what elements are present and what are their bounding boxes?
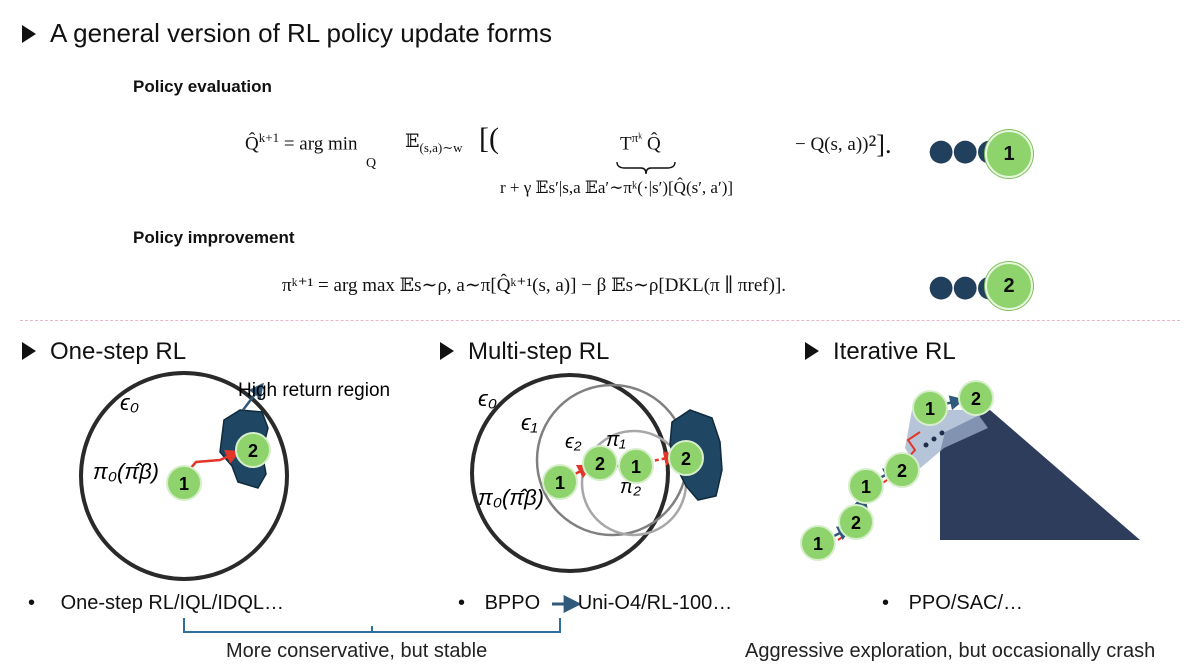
bullet-uni-o4-text: Uni-O4/RL-100… xyxy=(577,592,733,614)
eq1-lhs: Q̂k+1 = arg min xyxy=(245,130,358,155)
eq1-argmin: = arg min xyxy=(283,133,358,155)
multi-step-pi0: π₀(π̂β) xyxy=(478,485,544,510)
path-dot xyxy=(923,442,929,448)
mountain-region xyxy=(940,410,1140,540)
eq1-sup: k+1 xyxy=(258,130,280,145)
region-pointer-arrow xyxy=(242,382,264,411)
step-badge-2: 2 xyxy=(985,262,1033,310)
one-step-pi0: π₀(π̂β) xyxy=(93,459,159,484)
multi-step-epsilon0: ϵ₀ xyxy=(478,386,497,411)
policy-improvement-equation: πᵏ⁺¹ = arg max 𝔼s∼ρ, a∼π[Q̂ᵏ⁺¹(s, a)] − … xyxy=(282,275,787,296)
badge-text: 2 xyxy=(897,461,907,481)
eq1-expect-sub: (s,a)∼w xyxy=(419,139,463,155)
bullet-iterative-text: PPO/SAC/… xyxy=(908,592,1024,614)
bullet-dot-icon: • xyxy=(882,592,890,614)
step-badge-1: 1 xyxy=(542,464,578,500)
triangle-bullet-icon xyxy=(22,25,36,43)
triangle-bullet-icon xyxy=(805,342,819,360)
badge-text: 1 xyxy=(861,477,871,497)
main-heading: A general version of RL policy update fo… xyxy=(22,18,552,49)
multi-step-pi1: π₁ xyxy=(606,429,626,451)
eq1-tq-qhat: Q̂ xyxy=(647,133,661,155)
bullet-dot-icon: • xyxy=(28,592,36,614)
eq1-argmin-sub: Q xyxy=(366,156,377,171)
bullet-bppo-text: BPPO xyxy=(484,592,541,614)
section-title-iterative: Iterative RL xyxy=(805,338,956,366)
note-conservative: More conservative, but stable xyxy=(226,640,488,662)
path-dot xyxy=(939,430,945,436)
note-aggressive: Aggressive exploration, but occasionally… xyxy=(745,640,1156,662)
eq1-tail: ²]. xyxy=(868,130,892,159)
section-title-multi-step: Multi-step RL xyxy=(440,338,609,366)
badge-text: 2 xyxy=(681,449,691,469)
iterative-title-text: Iterative RL xyxy=(833,338,956,365)
step-badge-1: 1 xyxy=(618,448,654,484)
eq1-t-sup: πᵏ xyxy=(631,130,643,145)
step-badge-1: 1 xyxy=(985,130,1033,178)
multi-step-epsilon2: ϵ₂ xyxy=(565,431,582,453)
bullet-multi-step: • BPPO Uni-O4/RL-100… xyxy=(458,592,732,615)
bullet-one-step-text: One-step RL/IQL/IDQL… xyxy=(60,592,284,614)
step-badge-1: 1 xyxy=(166,465,202,501)
step-badge-1: 1 xyxy=(800,525,836,561)
eq1-t: T xyxy=(620,133,632,155)
badge-text: 2 xyxy=(851,513,861,533)
badge-text: 1 xyxy=(179,474,189,494)
multi-step-title-text: Multi-step RL xyxy=(468,338,610,365)
epsilon0-circle xyxy=(470,373,670,573)
step-badge-2: 2 xyxy=(884,452,920,488)
main-title: A general version of RL policy update fo… xyxy=(50,18,552,48)
eq1-minus-q-text: − Q(s, a)) xyxy=(795,134,869,155)
badge-text: 1 xyxy=(555,473,565,493)
one-step-epsilon0: ϵ₀ xyxy=(120,390,139,415)
section-divider xyxy=(20,320,1180,321)
policy-evaluation-label: Policy evaluation xyxy=(133,77,272,96)
path-dot xyxy=(931,436,937,442)
badge-text: 1 xyxy=(813,534,823,554)
one-step-title-text: One-step RL xyxy=(50,338,187,365)
one-step-diagram: ϵ₀ π₀(π̂β) High return region 1 2 xyxy=(79,371,390,581)
high-return-label: High return region xyxy=(238,380,390,401)
eq1-tq: Tπᵏ Q̂ xyxy=(620,130,661,155)
bullet-dot-icon: • xyxy=(458,592,466,614)
policy-improvement-label: Policy improvement xyxy=(133,228,295,247)
triangle-bullet-icon xyxy=(440,342,454,360)
badge-text: 1 xyxy=(925,399,935,419)
step-badge-1: 1 xyxy=(848,468,884,504)
eq1-minus-q: − Q(s, a))²]. xyxy=(795,130,891,160)
bullet-one-step: • One-step RL/IQL/IDQL… xyxy=(28,592,284,615)
multi-step-diagram: ϵ₀ ϵ₁ ϵ₂ π₁ π₂ π₀(π̂β) 1 2 1 2 xyxy=(470,373,723,573)
step-badge-2: 2 xyxy=(582,445,618,481)
step-badge-1: 1 xyxy=(912,390,948,426)
badge-text: 2 xyxy=(971,389,981,409)
bullet-iterative: • PPO/SAC/… xyxy=(882,592,1023,615)
eq1-qhat: Q̂ xyxy=(245,133,259,155)
section-title-one-step: One-step RL xyxy=(22,338,186,366)
badge-text: 1 xyxy=(631,457,641,477)
eq1-expect-symbol: 𝔼 xyxy=(405,131,420,152)
eq1-bracket-open: [( xyxy=(479,122,499,155)
eq1-underbrace xyxy=(616,161,676,175)
step-badge-2: 2 xyxy=(668,440,704,476)
step-badge-2: 2 xyxy=(235,432,271,468)
badge-text: 2 xyxy=(595,454,605,474)
triangle-bullet-icon xyxy=(22,342,36,360)
eq1-underbrace-text: r + γ 𝔼s′|s,a 𝔼a′∼πᵏ(·|s′)[Q̂(s′, a′)] xyxy=(500,178,734,197)
eq1-expect: 𝔼(s,a)∼w xyxy=(405,130,463,156)
step-badge-2: 2 xyxy=(958,380,994,416)
multi-step-epsilon1: ϵ₁ xyxy=(521,410,538,435)
iterative-diagram: 1 2 1 2 1 2 xyxy=(800,380,1140,561)
badge-text: 2 xyxy=(248,441,258,461)
step-badge-2: 2 xyxy=(838,504,874,540)
epsilon0-circle xyxy=(79,371,289,581)
